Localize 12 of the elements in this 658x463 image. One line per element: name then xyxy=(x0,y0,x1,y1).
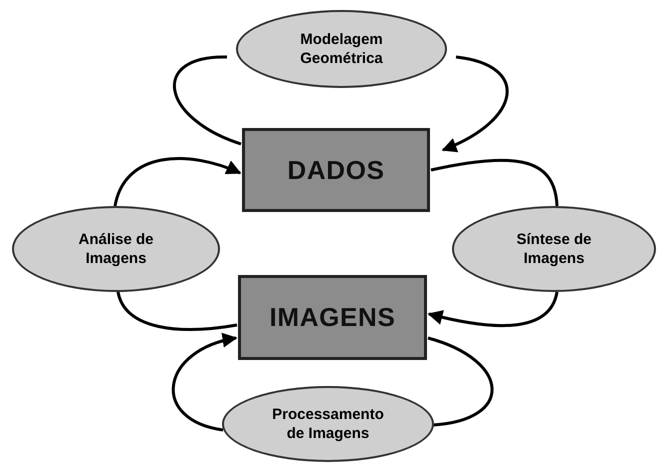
curved-arrow xyxy=(428,292,558,328)
node-label: Modelagem Geométrica xyxy=(299,30,384,68)
node-label: Síntese de Imagens xyxy=(515,230,593,268)
node-label: DADOS xyxy=(287,154,385,186)
curved-arrow xyxy=(114,157,242,206)
curved-arrow xyxy=(172,334,238,432)
node-label: Processamento de Imagens xyxy=(271,405,385,443)
process-box xyxy=(238,275,427,360)
node-label: IMAGENS xyxy=(270,301,396,334)
process-box xyxy=(242,128,430,212)
curved-arrow xyxy=(442,56,508,152)
node-label: Análise de Imagens xyxy=(77,230,155,268)
